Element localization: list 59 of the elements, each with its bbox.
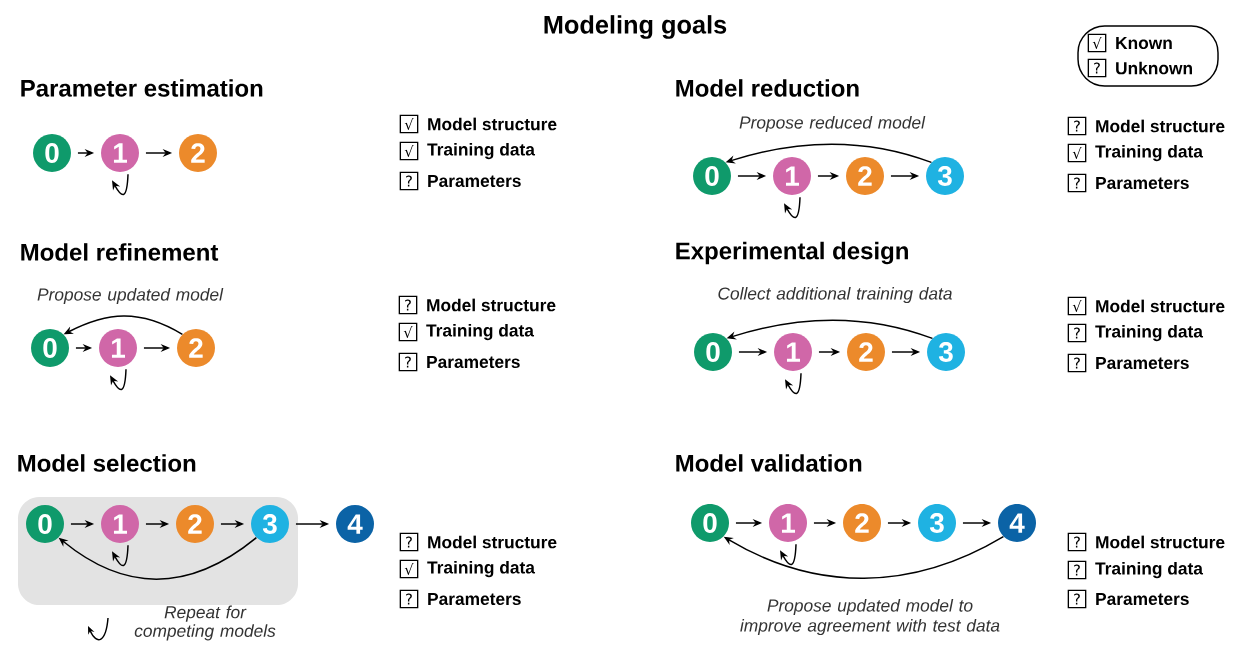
checklist-label: Model structure (428, 117, 557, 131)
checklist-label: Parameters (1096, 592, 1189, 606)
arrow (784, 196, 801, 219)
legend-box (1077, 25, 1219, 87)
panel-title: Model reduction (676, 79, 859, 97)
checkbox: ? (398, 352, 418, 372)
checklist-label: Parameters (1096, 176, 1189, 190)
arrow (785, 372, 802, 395)
checklist-label: Training data (1095, 324, 1204, 342)
checklist-label: Parameters (427, 355, 520, 369)
checklist-label: Training data (427, 142, 535, 160)
edge-label: Propose updated model (37, 287, 224, 305)
checkbox: ? (399, 171, 419, 191)
checklist-label: Parameters (428, 592, 521, 606)
checklist-label: Training data (427, 560, 535, 578)
checklist-label: Model structure (428, 535, 557, 549)
arrow (110, 368, 127, 391)
checkbox: √ (1067, 296, 1087, 316)
panel-title: Parameter estimation (21, 79, 263, 97)
checkbox: ? (1067, 353, 1087, 373)
arrow (112, 544, 129, 567)
checkbox: √ (399, 559, 419, 579)
checklist-label: Training data (1095, 144, 1204, 162)
checkbox: ? (398, 295, 418, 315)
checkbox: ? (1087, 58, 1107, 78)
checkbox: √ (1087, 33, 1107, 53)
checkbox: ? (1067, 323, 1087, 343)
checkbox: ? (1067, 589, 1087, 609)
checklist-label: Known (1116, 36, 1172, 50)
checklist-label: Model structure (1096, 299, 1225, 313)
title: Modeling goals (544, 15, 727, 39)
edge-label: Propose reduced model (739, 115, 926, 133)
panel-title: Model refinement (21, 243, 219, 261)
arrow (780, 543, 797, 566)
checklist-label: Parameters (1096, 356, 1189, 370)
checkbox: ? (1067, 560, 1087, 580)
checkbox: ? (399, 532, 419, 552)
arrow (112, 173, 129, 196)
checkbox: ? (1067, 532, 1087, 552)
panel-title: Model validation (676, 454, 862, 472)
panel-title: Model selection (18, 454, 196, 472)
checkbox: √ (1067, 143, 1087, 163)
checkbox: √ (398, 322, 418, 342)
checklist-label: Model structure (1096, 119, 1225, 133)
edge-label: Collect additional training data (718, 286, 952, 304)
edge-label: Propose updated model to improve agreement with test data (740, 598, 1000, 636)
checklist-label: Model structure (427, 298, 556, 312)
checklist-label: Model structure (1096, 535, 1225, 549)
checkbox: ? (1067, 116, 1087, 136)
checkbox: √ (399, 141, 419, 161)
checklist-label: Unknown (1116, 61, 1192, 75)
checkbox: ? (1067, 173, 1087, 193)
checklist-label: Training data (1095, 561, 1204, 579)
panel-title: Experimental design (676, 241, 908, 265)
note-text: Repeat for competing models (134, 605, 276, 641)
checklist-label: Parameters (428, 174, 521, 188)
checkbox: √ (399, 114, 419, 134)
checkbox: ? (399, 589, 419, 609)
checklist-label: Training data (426, 323, 534, 341)
